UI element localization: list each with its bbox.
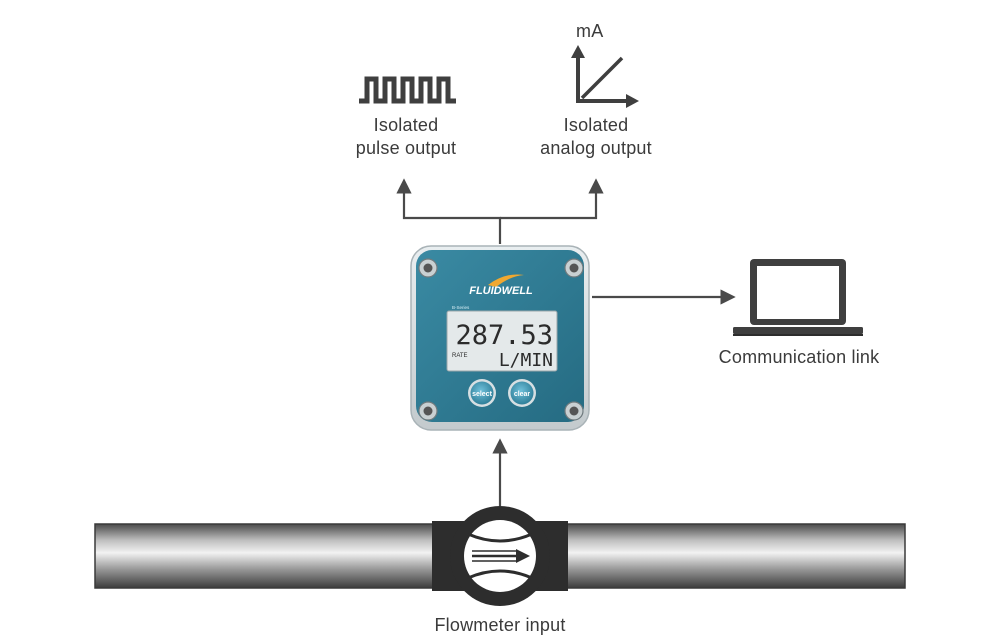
lcd-unit: L/MIN: [499, 350, 553, 371]
brand-logo-swoosh-icon: [488, 274, 524, 287]
output-branch-line: [396, 178, 502, 244]
select-button[interactable]: select: [468, 379, 496, 407]
square-wave-icon: [359, 76, 456, 104]
lcd-value: 287.53: [455, 320, 553, 351]
laptop-icon: [733, 259, 863, 336]
lcd-display: [446, 310, 558, 372]
pulse-output-label: Isolated pulse output: [326, 114, 486, 160]
device-series: B-Series: [452, 305, 470, 310]
analog-output-label-line2: analog output: [540, 138, 652, 158]
clear-button-label: clear: [514, 391, 531, 398]
brand-logo: FLUIDWELL: [469, 285, 533, 297]
clear-button[interactable]: clear: [508, 379, 536, 407]
flowmeter-icon: [432, 506, 568, 606]
pulse-output-label-line1: Isolated: [373, 115, 439, 135]
screw-icons: [418, 258, 584, 421]
output-branch-line-right: [500, 178, 604, 220]
analog-output-label-line1: Isolated: [563, 115, 629, 135]
flowmeter-input-label: Flowmeter input: [434, 615, 566, 635]
analog-output-label: Isolated analog output: [511, 114, 681, 160]
select-button-label: select: [472, 391, 493, 398]
lcd-flag: RATE: [452, 353, 468, 359]
pulse-output-label-line2: pulse output: [355, 138, 457, 158]
flow-indicator-device: FLUIDWELL B-Series 287.53 RATE L/MIN sel…: [410, 245, 590, 431]
communication-link-label: Communication link: [718, 347, 880, 367]
connector-lines: [396, 178, 736, 506]
analog-ramp-icon: [571, 45, 639, 108]
analog-unit-label: mA: [576, 21, 604, 41]
